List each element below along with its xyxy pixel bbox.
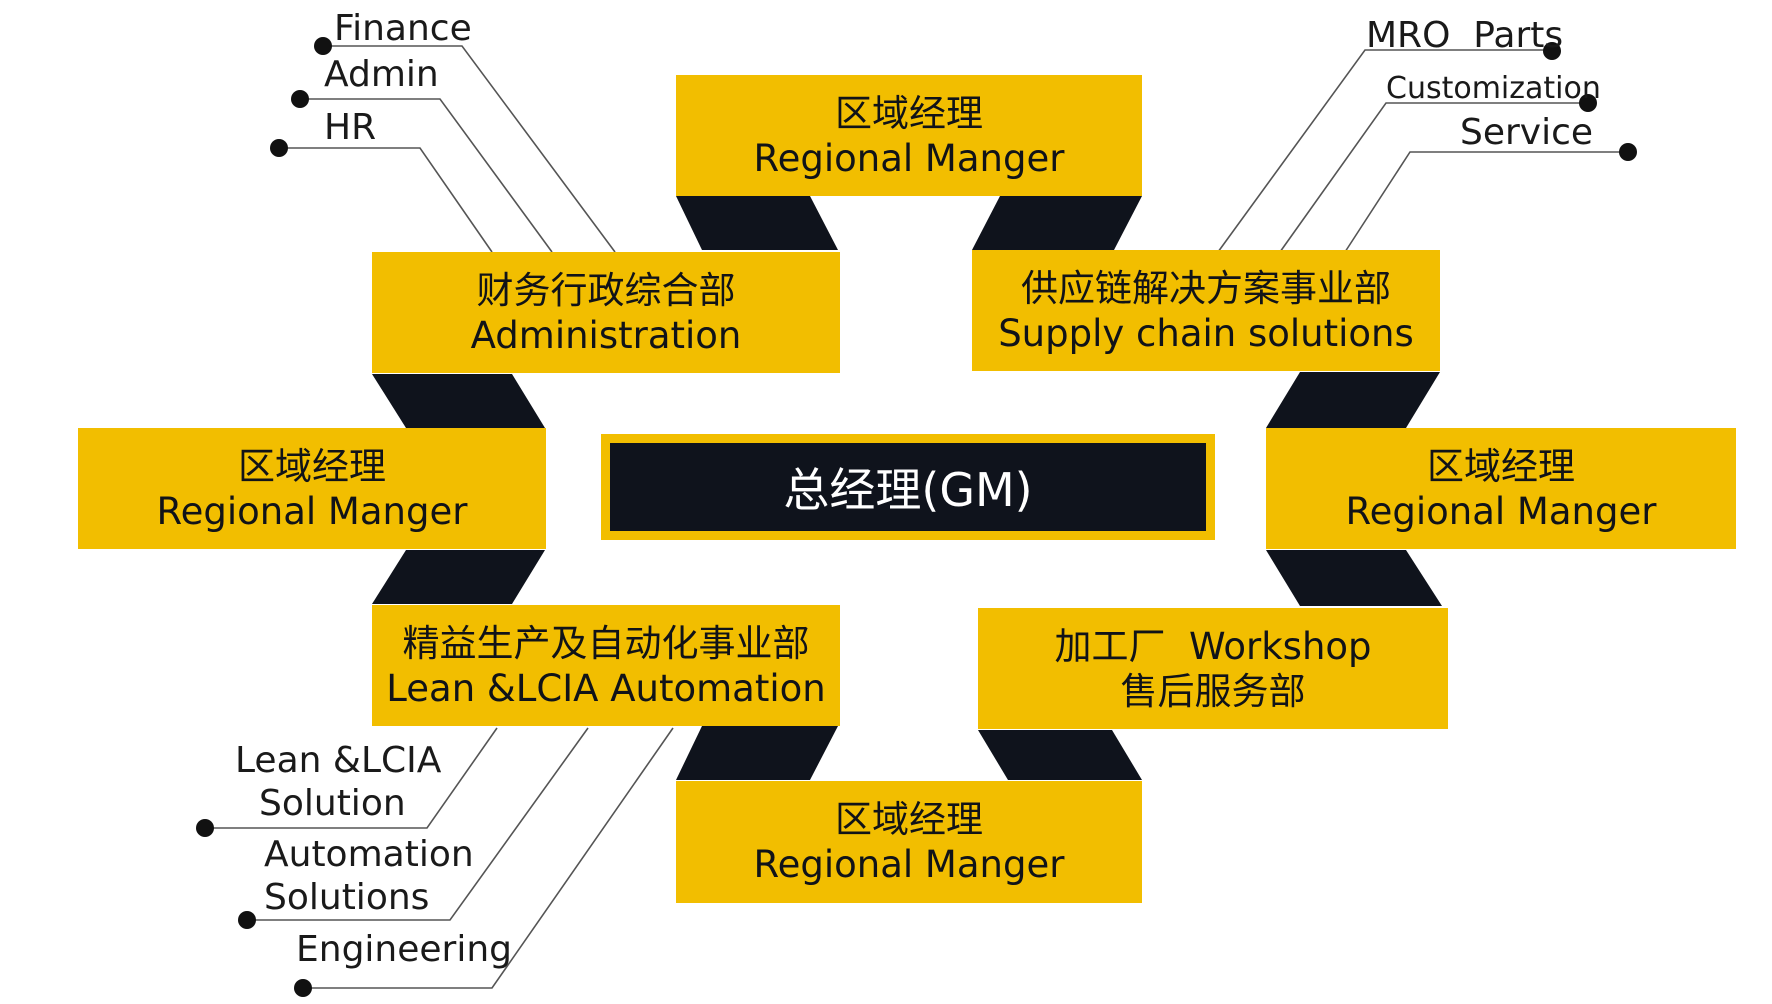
callout-line-mro-parts: [1217, 49, 1552, 253]
administration-box: 财务行政综合部 Administration: [372, 252, 840, 373]
callout-hr: HR: [324, 107, 377, 148]
callout-line-lean-solution: [205, 727, 498, 829]
regional-manager-top-en: Regional Manger: [753, 136, 1065, 180]
callout-dot-automation: [238, 911, 256, 929]
administration-cn: 财务行政综合部: [476, 268, 736, 312]
callout-dot-mro-parts: [1543, 42, 1561, 60]
connector-ribbon-bottom-left: [676, 726, 838, 780]
callout-automation-line2: Solutions: [264, 877, 430, 918]
callout-line-admin: [300, 98, 553, 253]
callout-admin: Admin: [324, 54, 439, 95]
connector-ribbon-right-lower: [1266, 550, 1442, 606]
workshop-box: 加工厂 Workshop 售后服务部: [978, 608, 1448, 729]
callout-dot-service: [1619, 143, 1637, 161]
callout-customization: Customization: [1386, 71, 1601, 106]
regional-manager-top-box: 区域经理 Regional Manger: [676, 75, 1142, 196]
callout-mro-parts: MRO Parts: [1366, 15, 1564, 56]
callout-automation-line1: Automation: [264, 834, 474, 875]
callout-line-engineering: [303, 727, 674, 989]
supply-chain-box: 供应链解决方案事业部 Supply chain solutions: [972, 250, 1440, 371]
regional-manager-left-box: 区域经理 Regional Manger: [78, 428, 546, 549]
regional-manager-right-cn: 区域经理: [1427, 444, 1575, 488]
connector-ribbon-bottom-right: [978, 730, 1142, 780]
callout-dot-customization: [1579, 94, 1597, 112]
connector-ribbon-top-left: [676, 196, 838, 250]
connector-ribbon-left-upper: [372, 374, 545, 428]
callout-lean-solution-line2: Solution: [259, 783, 406, 824]
workshop-line2: 售后服务部: [1120, 669, 1306, 713]
callout-line-automation: [247, 727, 589, 921]
callout-finance: Finance: [334, 8, 472, 49]
callout-line-customization: [1279, 102, 1588, 253]
regional-manager-bottom-en: Regional Manger: [753, 843, 1065, 886]
callout-line-service: [1344, 151, 1628, 253]
supply-chain-cn: 供应链解决方案事业部: [1021, 266, 1391, 310]
supply-chain-en: Supply chain solutions: [998, 311, 1414, 355]
lean-automation-en: Lean &LCIA Automation: [386, 666, 826, 710]
regional-manager-top-cn: 区域经理: [835, 91, 983, 135]
regional-manager-left-cn: 区域经理: [238, 444, 386, 488]
callout-line-finance: [323, 45, 616, 253]
general-manager-box: 总经理(GM): [601, 434, 1215, 540]
callout-lean-solution-line1: Lean &LCIA: [235, 740, 442, 781]
lean-automation-box: 精益生产及自动化事业部 Lean &LCIA Automation: [372, 605, 840, 726]
regional-manager-bottom-cn: 区域经理: [835, 798, 983, 841]
regional-manager-bottom-box: 区域经理 Regional Manger: [676, 781, 1142, 903]
connector-ribbon-left-lower: [372, 550, 545, 604]
callout-line-hr: [279, 147, 493, 253]
lean-automation-cn: 精益生产及自动化事业部: [402, 621, 810, 665]
general-manager-label: 总经理(GM): [610, 443, 1206, 531]
callout-dot-lean-solution: [196, 819, 214, 837]
regional-manager-right-en: Regional Manger: [1345, 489, 1657, 533]
callout-dot-engineering: [294, 979, 312, 997]
callout-service: Service: [1460, 112, 1594, 153]
regional-manager-right-box: 区域经理 Regional Manger: [1266, 428, 1736, 549]
callout-dot-finance: [314, 37, 332, 55]
administration-en: Administration: [470, 313, 742, 357]
callout-engineering: Engineering: [296, 929, 512, 970]
callout-dot-hr: [270, 139, 288, 157]
regional-manager-left-en: Regional Manger: [156, 489, 468, 533]
connector-ribbon-top-right: [972, 196, 1142, 250]
workshop-line1: 加工厂 Workshop: [1054, 624, 1372, 668]
connector-ribbon-right-upper: [1266, 372, 1440, 428]
callout-dot-admin: [291, 90, 309, 108]
